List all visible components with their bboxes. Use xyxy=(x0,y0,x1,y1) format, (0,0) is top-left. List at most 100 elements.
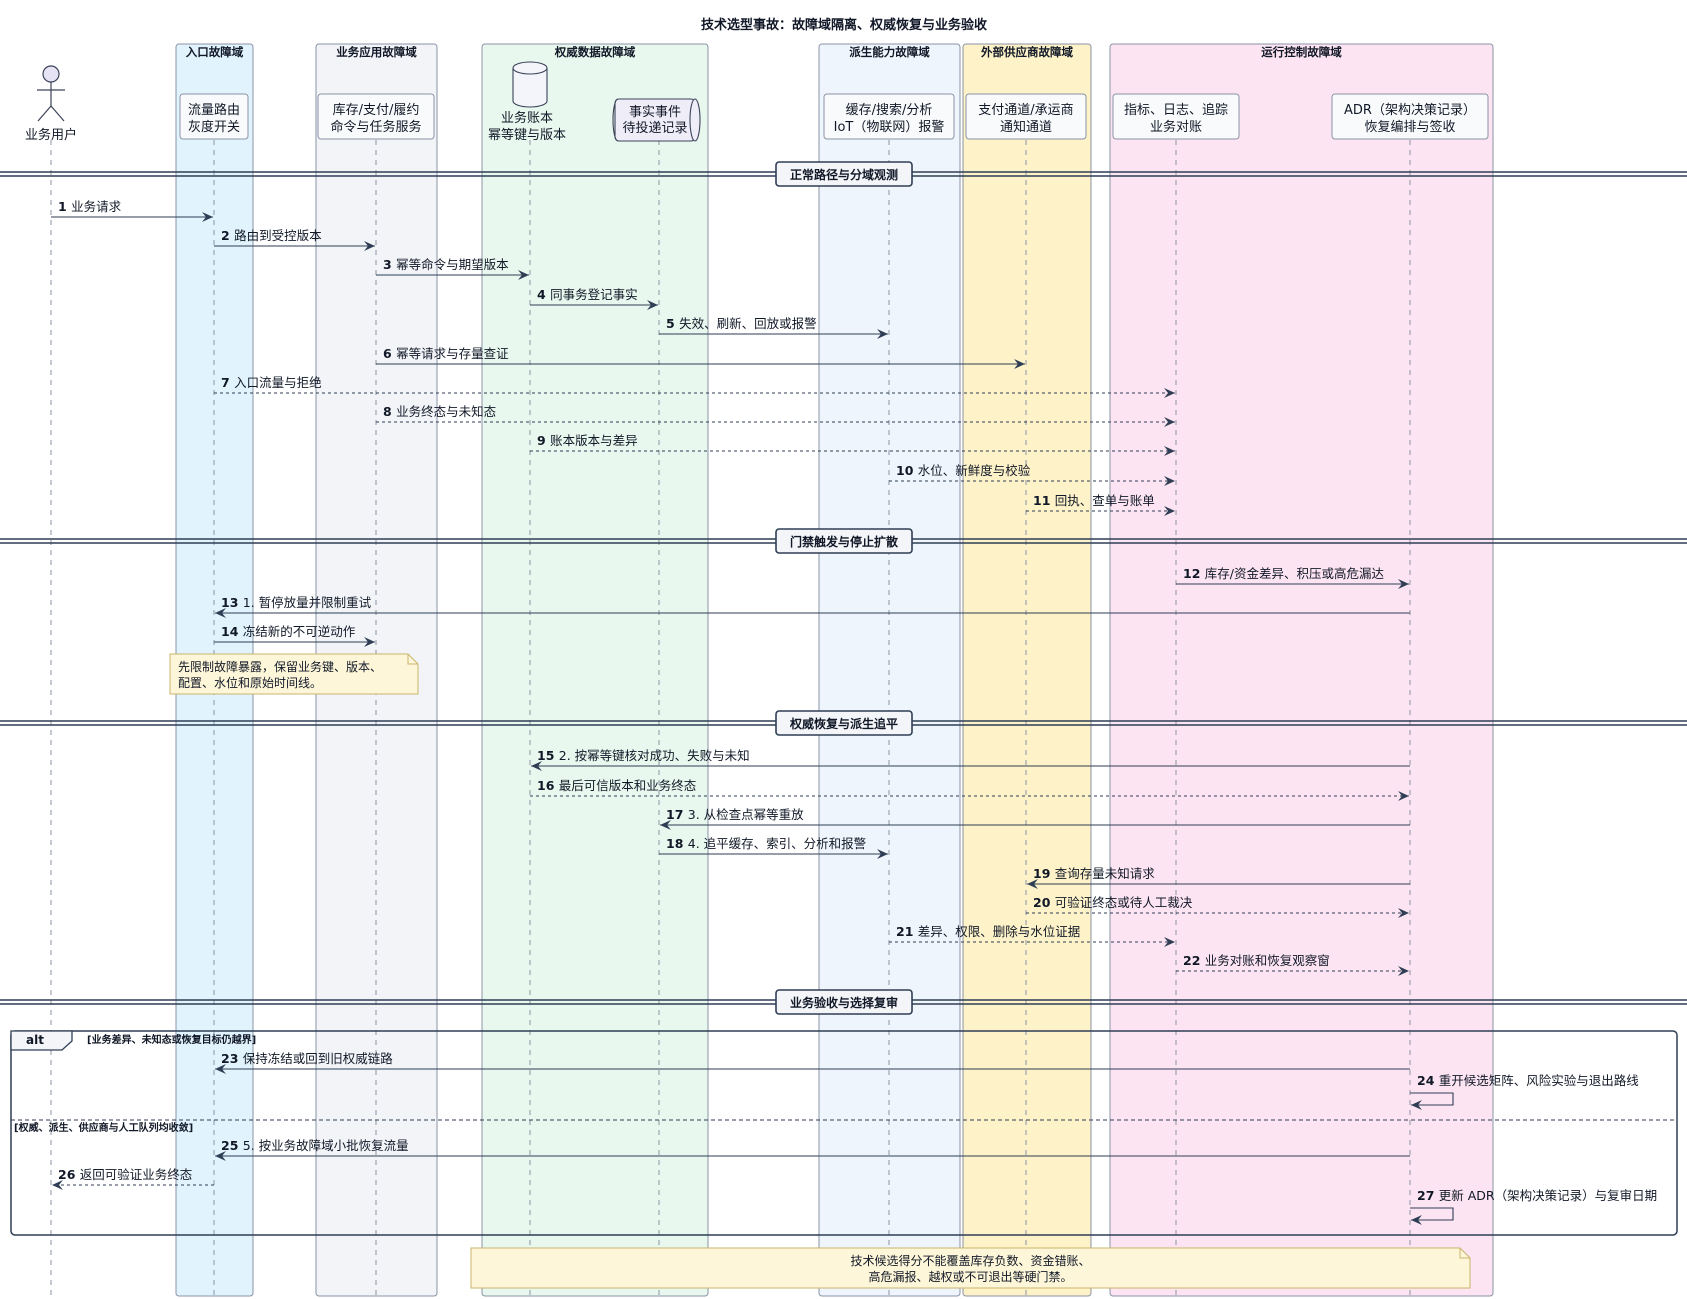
note-text: 先限制故障暴露，保留业务键、版本、 xyxy=(178,659,382,674)
domain-label: 权威数据故障域 xyxy=(554,45,636,59)
section-divider-label: 权威恢复与派生追平 xyxy=(789,716,898,731)
diagram-title: 技术选型事故：故障域隔离、权威恢复与业务验收 xyxy=(701,17,988,33)
message-18: 18 4. 追平缓存、索引、分析和报警 xyxy=(659,836,888,859)
message-label: 19 查询存量未知请求 xyxy=(1033,866,1155,881)
message-20: 20 可验证终态或待人工裁决 xyxy=(1026,895,1409,918)
domain-label: 运行控制故障域 xyxy=(1261,45,1342,59)
message-label: 18 4. 追平缓存、索引、分析和报警 xyxy=(666,836,866,851)
message-17: 17 3. 从检查点幂等重放 xyxy=(660,807,1410,830)
message-label: 17 3. 从检查点幂等重放 xyxy=(666,807,804,822)
participant-label: 通知通道 xyxy=(1000,119,1052,135)
message-label: 20 可验证终态或待人工裁决 xyxy=(1033,895,1193,910)
domain-label: 入口故障域 xyxy=(186,45,244,59)
message-label: 15 2. 按幂等键核对成功、失败与未知 xyxy=(537,748,750,763)
participant-label: 命令与任务服务 xyxy=(330,119,421,135)
domain-label: 业务应用故障域 xyxy=(336,45,417,59)
domain-label: 派生能力故障域 xyxy=(849,45,930,59)
participant-label: IoT（物联网）报警 xyxy=(834,119,945,135)
participant-label: ADR（架构决策记录） xyxy=(1344,102,1476,118)
participant-label: 业务账本 xyxy=(501,110,553,126)
message-15: 15 2. 按幂等键核对成功、失败与未知 xyxy=(531,748,1410,771)
participant-label: 业务对账 xyxy=(1150,119,1202,135)
message-label: 6 幂等请求与存量查证 xyxy=(383,346,509,361)
message-19: 19 查询存量未知请求 xyxy=(1027,866,1410,889)
message-label: 7 入口流量与拒绝 xyxy=(221,375,322,390)
note-text: 高危漏报、越权或不可退出等硬门禁。 xyxy=(868,1269,1072,1284)
message-label: 14 冻结新的不可逆动作 xyxy=(221,624,356,639)
alt-guard-2: [权威、派生、供应商与人工队列均收敛] xyxy=(14,1121,193,1134)
message-label: 21 差异、权限、删除与水位证据 xyxy=(896,924,1080,939)
domain-data: 权威数据故障域 xyxy=(481,43,709,1297)
alt-guard-1: [业务差异、未知态或恢复目标仍越界] xyxy=(87,1033,256,1046)
message-9: 9 账本版本与差异 xyxy=(530,433,1175,456)
message-26: 26 返回可验证业务终态 xyxy=(52,1167,214,1190)
section-divider: 门禁触发与停止扩散 xyxy=(0,528,1687,554)
message-label: 22 业务对账和恢复观察窗 xyxy=(1183,953,1330,968)
participant-label: 业务用户 xyxy=(25,127,77,143)
note-hard-gates: 技术候选得分不能覆盖库存负数、资金错账、高危漏报、越权或不可退出等硬门禁。 xyxy=(470,1247,1471,1289)
message-label: 13 1. 暂停放量并限制重试 xyxy=(221,595,372,610)
message-7: 7 入口流量与拒绝 xyxy=(214,375,1175,398)
message-11: 11 回执、查单与账单 xyxy=(1026,493,1175,516)
participant-label: 事实事件 xyxy=(629,105,681,120)
alt-fragment: alt[业务差异、未知态或恢复目标仍越界][权威、派生、供应商与人工队列均收敛] xyxy=(10,1030,1678,1236)
participant-label: 指标、日志、追踪 xyxy=(1124,102,1228,118)
participant-label: 流量路由 xyxy=(188,102,240,118)
section-divider-label: 门禁触发与停止扩散 xyxy=(790,534,899,549)
participant-label: 幂等键与版本 xyxy=(488,127,566,143)
section-divider: 业务验收与选择复审 xyxy=(0,989,1687,1015)
message-22: 22 业务对账和恢复观察窗 xyxy=(1176,953,1409,976)
participant-label: 支付通道/承运商 xyxy=(978,103,1073,118)
participant-label: 灰度开关 xyxy=(188,119,240,135)
message-label: 26 返回可验证业务终态 xyxy=(58,1167,192,1182)
section-divider: 正常路径与分域观测 xyxy=(0,161,1687,187)
message-24: 24 重开候选矩阵、风险实验与退出路线 xyxy=(1410,1073,1639,1110)
message-label: 25 5. 按业务故障域小批恢复流量 xyxy=(221,1138,409,1153)
domain-vendor: 外部供应商故障域 xyxy=(962,43,1092,1297)
section-divider: 权威恢复与派生追平 xyxy=(0,710,1687,736)
message-12: 12 库存/资金差异、积压或高危漏达 xyxy=(1176,566,1409,589)
domain-label: 外部供应商故障域 xyxy=(980,45,1073,59)
section-divider-label: 业务验收与选择复审 xyxy=(790,995,898,1010)
participant-label: 库存/支付/履约 xyxy=(333,102,420,118)
message-21: 21 差异、权限、删除与水位证据 xyxy=(889,924,1175,947)
message-8: 8 业务终态与未知态 xyxy=(376,404,1175,427)
message-label: 2 路由到受控版本 xyxy=(221,228,322,243)
message-16: 16 最后可信版本和业务终态 xyxy=(530,778,1409,801)
message-2: 2 路由到受控版本 xyxy=(214,228,375,251)
participant-label: 恢复编排与签收 xyxy=(1364,119,1455,135)
message-label: 3 幂等命令与期望版本 xyxy=(383,257,509,272)
message-25: 25 5. 按业务故障域小批恢复流量 xyxy=(215,1138,1410,1161)
message-label: 1 业务请求 xyxy=(58,199,122,214)
message-label: 24 重开候选矩阵、风险实验与退出路线 xyxy=(1417,1073,1639,1088)
participant-user: 业务用户 xyxy=(25,65,77,143)
note-text: 配置、水位和原始时间线。 xyxy=(178,675,322,690)
participant-label: 缓存/搜索/分析 xyxy=(846,103,933,118)
message-label: 12 库存/资金差异、积压或高危漏达 xyxy=(1183,566,1384,581)
message-1: 1 业务请求 xyxy=(51,199,213,222)
message-label: 23 保持冻结或回到旧权威链路 xyxy=(221,1051,393,1066)
message-label: 11 回执、查单与账单 xyxy=(1033,493,1155,508)
message-6: 6 幂等请求与存量查证 xyxy=(376,346,1025,369)
domain-ops: 运行控制故障域 xyxy=(1109,43,1494,1297)
message-label: 27 更新 ADR（架构决策记录）与复审日期 xyxy=(1417,1188,1657,1203)
participant-label: 待投递记录 xyxy=(622,120,687,136)
message-5: 5 失效、刷新、回放或报警 xyxy=(659,316,888,339)
message-13: 13 1. 暂停放量并限制重试 xyxy=(215,595,1410,618)
message-27: 27 更新 ADR（架构决策记录）与复审日期 xyxy=(1410,1188,1657,1225)
message-4: 4 同事务登记事实 xyxy=(530,287,658,310)
message-label: 5 失效、刷新、回放或报警 xyxy=(666,316,817,331)
note-text: 技术候选得分不能覆盖库存负数、资金错账、 xyxy=(850,1253,1090,1268)
message-label: 10 水位、新鲜度与校验 xyxy=(896,463,1031,478)
message-14: 14 冻结新的不可逆动作 xyxy=(214,624,375,647)
message-label: 16 最后可信版本和业务终态 xyxy=(537,778,696,793)
message-label: 4 同事务登记事实 xyxy=(537,287,638,302)
participant-adr: ADR（架构决策记录）恢复编排与签收 xyxy=(1331,93,1489,140)
